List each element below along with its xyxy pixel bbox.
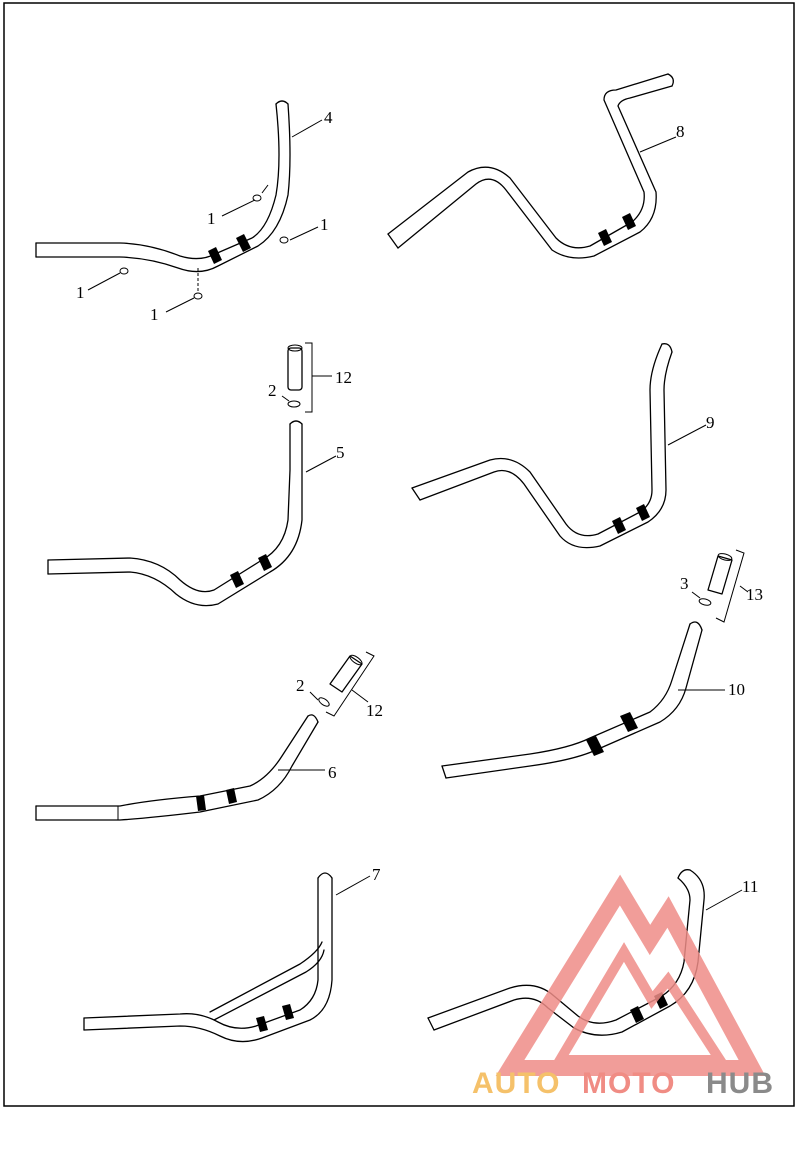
callout-7: 7: [372, 865, 381, 884]
callout-12: 12: [366, 701, 383, 720]
triangle-logo-icon: [495, 874, 766, 1076]
handlebar-8: [387, 73, 677, 259]
handlebar-7: [83, 872, 371, 1043]
logo-text-auto: AUTO: [472, 1067, 560, 1100]
callout-13: 13: [746, 585, 763, 604]
logo-text-hub: HUB: [706, 1067, 774, 1100]
callout-9: 9: [706, 413, 715, 432]
callout-6: 6: [328, 763, 337, 782]
watermark-logo: [495, 874, 766, 1076]
callout-1: 1: [76, 283, 85, 302]
callout-2: 2: [296, 676, 305, 695]
callout-4: 4: [324, 108, 333, 127]
callout-2: 2: [268, 381, 277, 400]
callout-1: 1: [320, 215, 329, 234]
logo-text-moto: MOTO: [582, 1067, 675, 1100]
inner-triangle-icon: [551, 942, 730, 1065]
callout-3: 3: [680, 574, 689, 593]
handlebar-10: [441, 549, 749, 779]
handlebar-5: [47, 342, 337, 607]
callout-5: 5: [336, 443, 345, 462]
callout-8: 8: [676, 122, 685, 141]
callout-12: 12: [335, 368, 352, 387]
callout-1: 1: [150, 305, 159, 324]
handlebar-6: [35, 651, 375, 821]
handlebar-4: [35, 100, 323, 313]
callout-1: 1: [207, 209, 216, 228]
diagram-border: [3, 2, 795, 1107]
callout-10: 10: [728, 680, 745, 699]
handlebar-9: [411, 343, 707, 549]
handlebar-11: [427, 869, 743, 1036]
callout-11: 11: [742, 877, 758, 896]
